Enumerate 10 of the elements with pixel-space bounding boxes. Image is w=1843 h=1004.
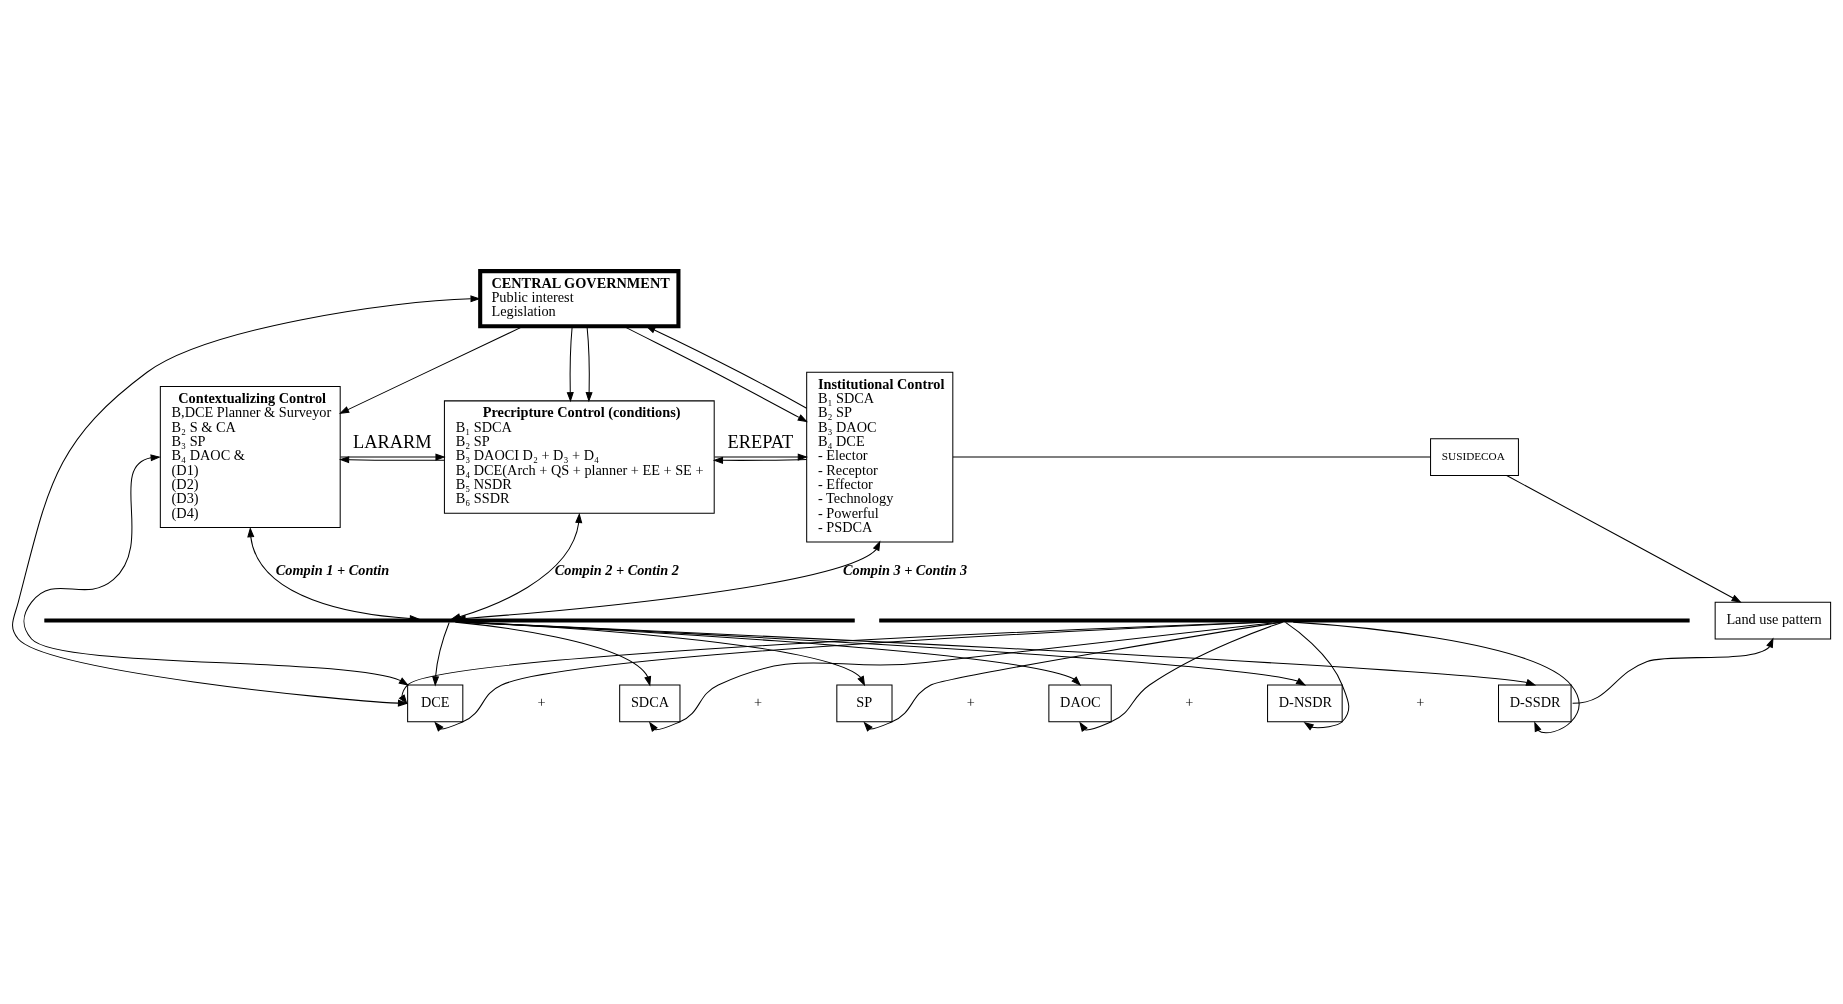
label: + bbox=[966, 694, 975, 711]
label: + bbox=[754, 694, 763, 711]
label: + bbox=[1416, 694, 1425, 711]
edge-label: Compin 3 + Contin 3 bbox=[842, 561, 968, 578]
label: + bbox=[537, 694, 546, 711]
edge-label: Compin 1 + Contin bbox=[275, 561, 390, 578]
edge-label: EREPAT bbox=[727, 432, 794, 453]
edge-label: LARARM bbox=[352, 432, 432, 453]
edge-label: Compin 2 + Contin 2 bbox=[554, 561, 679, 578]
label: + bbox=[1185, 694, 1194, 711]
